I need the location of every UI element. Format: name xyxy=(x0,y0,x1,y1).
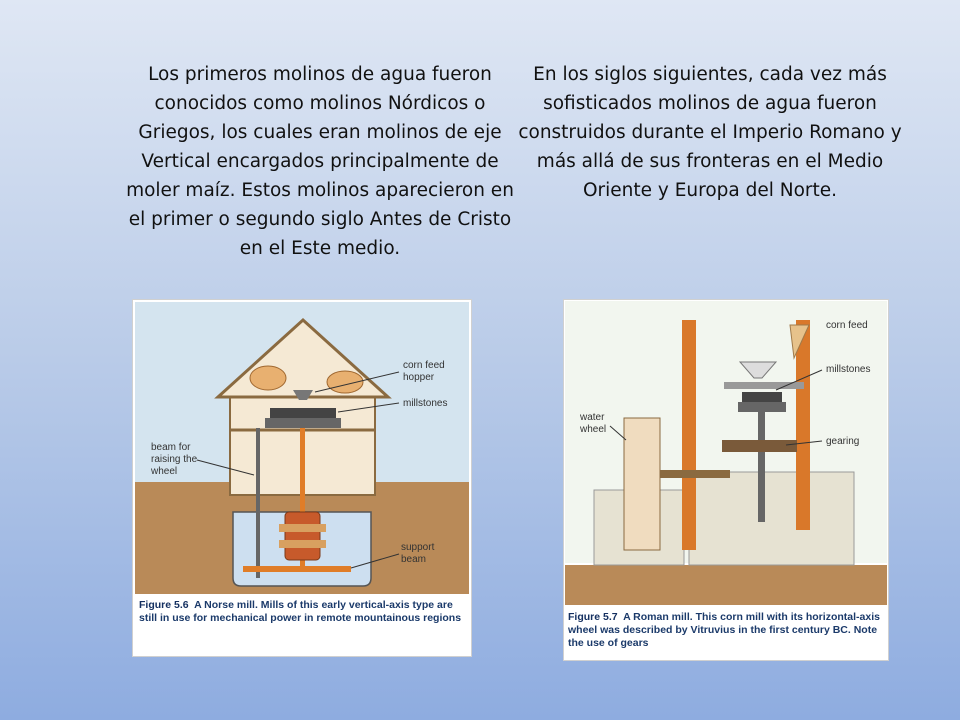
label-raising: raising the xyxy=(151,454,198,465)
horizontal-axle xyxy=(660,470,730,478)
vertical-shaft xyxy=(758,412,765,522)
vertical-shaft xyxy=(300,428,305,566)
crossbeam xyxy=(724,382,804,389)
label-hopper: hopper xyxy=(403,372,435,383)
figure1-caption: Figure 5.6 A Norse mill. Mills of this e… xyxy=(139,599,465,625)
label-support-beam: beam xyxy=(401,554,426,565)
figure2-caption-title: Figure 5.7 xyxy=(568,611,618,623)
water-wheel xyxy=(623,417,661,551)
millstone-bottom xyxy=(265,418,341,428)
leader-line xyxy=(785,440,823,446)
leader-line xyxy=(350,553,400,569)
label-corn-feed: corn feed xyxy=(403,360,445,371)
raising-beam xyxy=(256,428,260,578)
leader-line xyxy=(314,371,400,393)
hopper xyxy=(738,361,778,379)
label-wheel: wheel xyxy=(579,424,606,435)
water-wheel xyxy=(284,511,321,561)
figure2-caption-text: A Roman mill. This corn mill with its ho… xyxy=(568,611,880,649)
post xyxy=(796,320,810,530)
grain-sack xyxy=(249,365,287,391)
label-corn-feed: corn feed xyxy=(826,320,868,331)
label-gearing: gearing xyxy=(826,436,859,447)
support-beam xyxy=(243,566,351,572)
figure-roman-mill: corn feed millstones water wheel gearing… xyxy=(563,299,889,661)
label-millstones: millstones xyxy=(826,364,870,375)
ground xyxy=(565,565,887,605)
gear xyxy=(722,440,797,452)
label-support: support xyxy=(401,542,435,553)
masonry-right xyxy=(688,471,855,566)
leader-line xyxy=(337,402,400,413)
right-paragraph: En los siglos siguientes, cada vez más s… xyxy=(518,64,902,201)
leader-line xyxy=(609,425,627,441)
roman-mill-illustration: corn feed millstones water wheel gearing xyxy=(565,301,887,605)
leader-line xyxy=(196,459,255,476)
label-millstones: millstones xyxy=(403,398,447,409)
norse-mill-illustration: corn feed hopper millstones beam for rai… xyxy=(135,302,469,594)
corn-chute xyxy=(789,324,810,360)
label-wheel: wheel xyxy=(150,466,177,477)
wheel-blades xyxy=(279,540,326,548)
figure1-caption-text: A Norse mill. Mills of this early vertic… xyxy=(139,599,462,624)
figure2-caption: Figure 5.7 A Roman mill. This corn mill … xyxy=(568,611,884,650)
label-beam: beam for xyxy=(151,442,191,453)
figure-norse-mill: corn feed hopper millstones beam for rai… xyxy=(132,299,472,657)
hopper xyxy=(293,390,313,400)
post xyxy=(682,320,696,550)
wheel-blades xyxy=(279,524,326,532)
leader-line xyxy=(775,369,823,391)
figure1-caption-title: Figure 5.6 xyxy=(139,599,189,611)
label-water: water xyxy=(579,412,605,423)
millstone-top xyxy=(270,408,336,418)
millstone-bottom xyxy=(738,402,786,412)
millstone-top xyxy=(742,392,782,402)
left-paragraph: Los primeros molinos de agua fueron cono… xyxy=(126,64,514,259)
